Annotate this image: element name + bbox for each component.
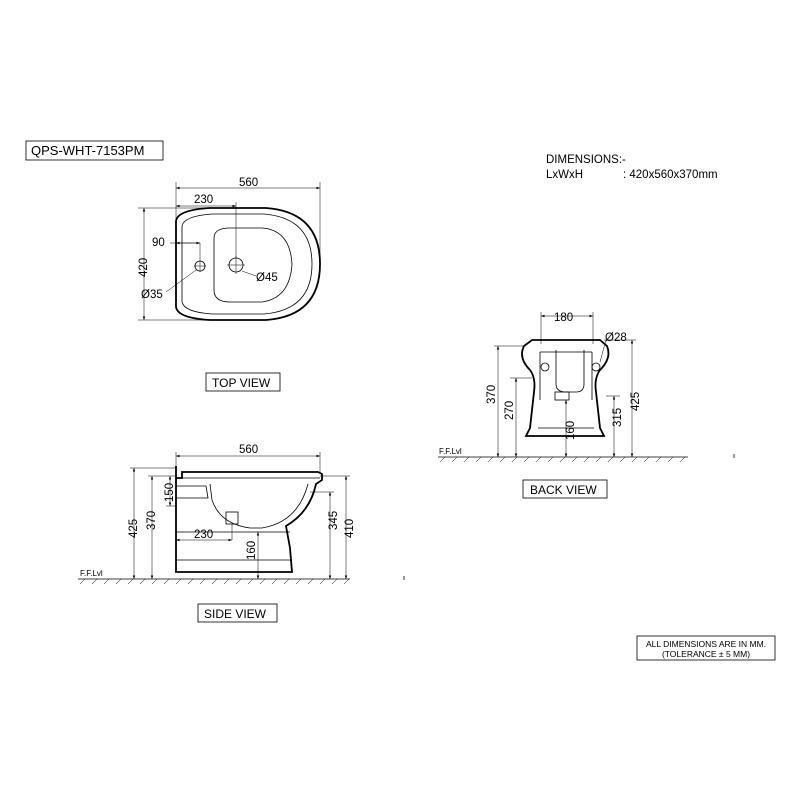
side-view-title: SIDE VIEW	[204, 607, 267, 621]
side-view-floor-label: F.F.Lvl	[80, 569, 103, 578]
side-view-dim-150: 150	[164, 483, 176, 502]
tolerance-note-line1: ALL DIMENSIONS ARE IN MM.	[646, 639, 766, 649]
model-code: QPS-WHT-7153PM	[31, 143, 144, 158]
dimensions-value: : 420x560x370mm	[623, 169, 718, 181]
top-view-dim-420: 420	[138, 258, 150, 277]
dimensions-summary: DIMENSIONS:- LxWxH : 420x560x370mm	[546, 154, 718, 181]
back-view-dim-370: 370	[486, 385, 498, 404]
side-view-dim-345: 345	[328, 511, 340, 530]
top-view-dim-230: 230	[194, 194, 213, 206]
back-view-dim-270: 270	[504, 401, 516, 420]
back-view-dim-160: 160	[565, 421, 577, 440]
side-view-dim-410: 410	[344, 519, 356, 538]
back-view-dim-180: 180	[554, 312, 573, 324]
back-view-dim-28: Ø28	[605, 332, 627, 344]
top-view-dim-45: Ø45	[256, 272, 278, 284]
back-view-title: BACK VIEW	[530, 483, 597, 497]
tolerance-note-line2: (TOLERANCE ± 5 MM)	[662, 649, 750, 659]
dimensions-heading: DIMENSIONS:-	[546, 154, 626, 166]
side-view-dim-425: 425	[128, 519, 140, 538]
dimensions-label: LxWxH	[546, 169, 583, 181]
top-view-title: TOP VIEW	[212, 376, 271, 390]
side-view-drawing	[78, 452, 405, 585]
back-view-dim-425: 425	[630, 392, 642, 411]
side-view-label: SIDE VIEW	[197, 603, 278, 623]
top-view-dim-560: 560	[239, 177, 258, 189]
top-view-label: TOP VIEW	[205, 372, 281, 392]
side-view-dim-160: 160	[246, 541, 258, 560]
back-view-dim-315: 315	[612, 408, 624, 427]
back-view-drawing	[438, 312, 735, 463]
tolerance-note-box: ALL DIMENSIONS ARE IN MM. (TOLERANCE ± 5…	[636, 635, 776, 661]
side-view-dim-370: 370	[146, 511, 158, 530]
back-view-floor-label: F.F.Lvl	[439, 447, 462, 456]
side-view-dim-230: 230	[194, 529, 213, 541]
top-view-dim-35: Ø35	[141, 289, 163, 301]
back-view-label: BACK VIEW	[522, 479, 608, 499]
model-code-box: QPS-WHT-7153PM	[25, 140, 164, 161]
top-view-dim-90: 90	[152, 237, 165, 249]
top-view-drawing	[138, 182, 321, 321]
side-view-dim-560: 560	[239, 444, 258, 456]
